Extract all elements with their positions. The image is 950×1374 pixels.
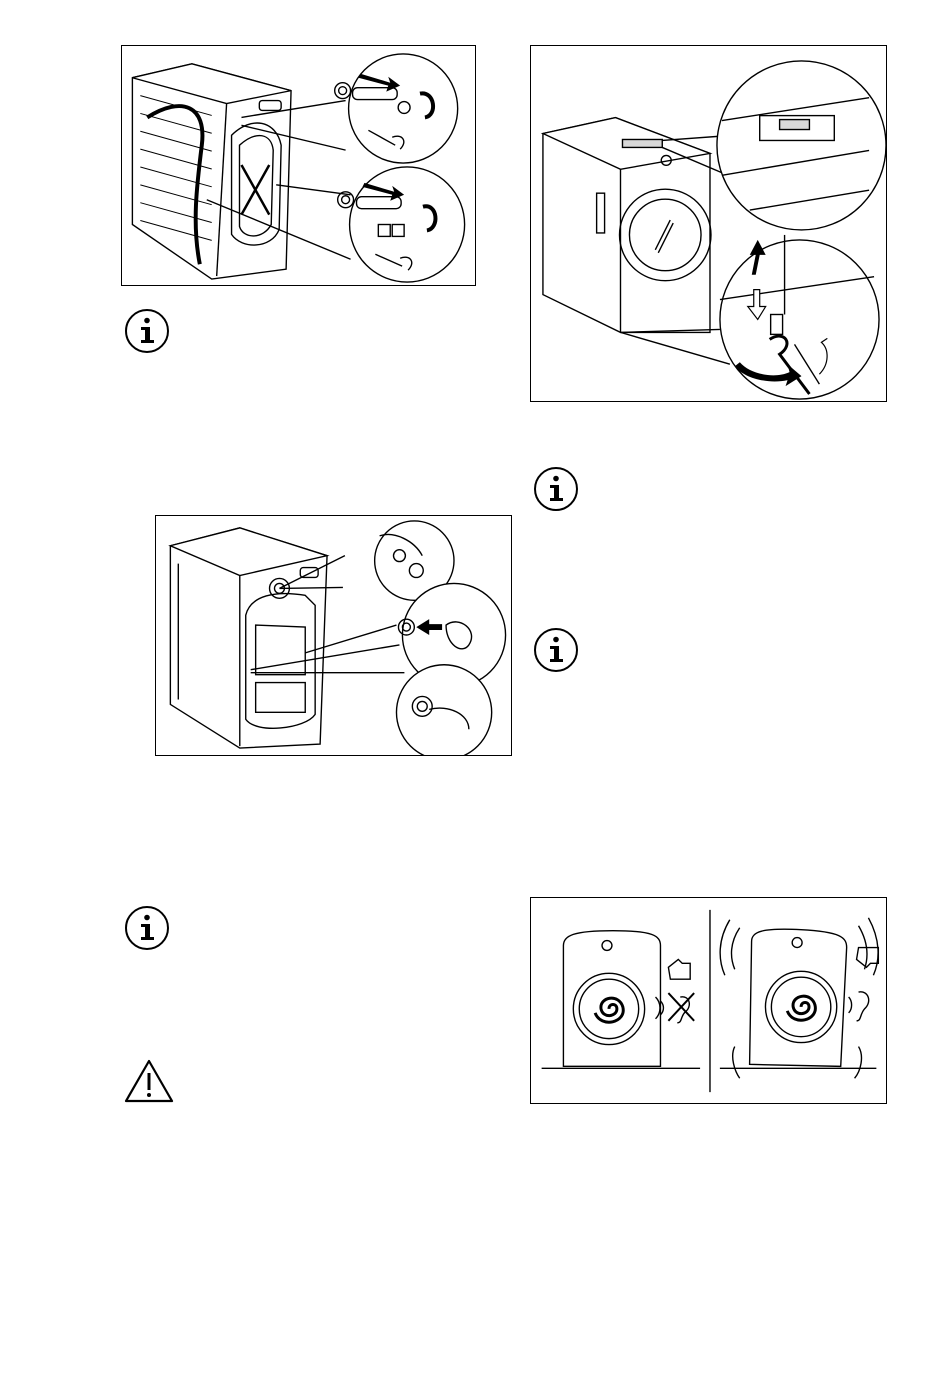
info-icon [124,308,170,354]
leveling-feet-illustration [531,46,886,401]
figure-plastic-caps [155,515,512,756]
level-vs-unlevel-vibration-illustration [531,898,886,1103]
figure-leveling [530,45,887,402]
transit-bolt-removal-illustration [122,46,475,285]
info-icon [533,627,579,673]
figure-vibration [530,897,887,1104]
figure-transit-bolts [121,45,476,286]
info-icon [533,466,579,512]
warning-icon [124,1058,174,1104]
info-icon [124,905,170,951]
plastic-caps-insertion-illustration [156,516,511,755]
